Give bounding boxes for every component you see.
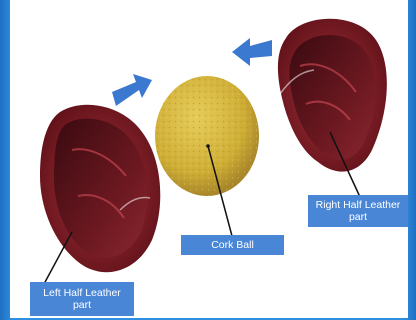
- label-right-half-leather: Right Half Leather part: [308, 195, 408, 227]
- leader-line-left: [44, 232, 72, 284]
- left-leather-half: [40, 105, 160, 272]
- label-cork-ball: Cork Ball: [181, 235, 284, 255]
- label-left-half-leather: Left Half Leather part: [30, 282, 134, 316]
- cork-ball: [155, 76, 259, 196]
- right-leather-half: [278, 19, 387, 172]
- arrow-left-to-ball: [112, 74, 152, 106]
- arrow-right-to-ball: [232, 38, 272, 66]
